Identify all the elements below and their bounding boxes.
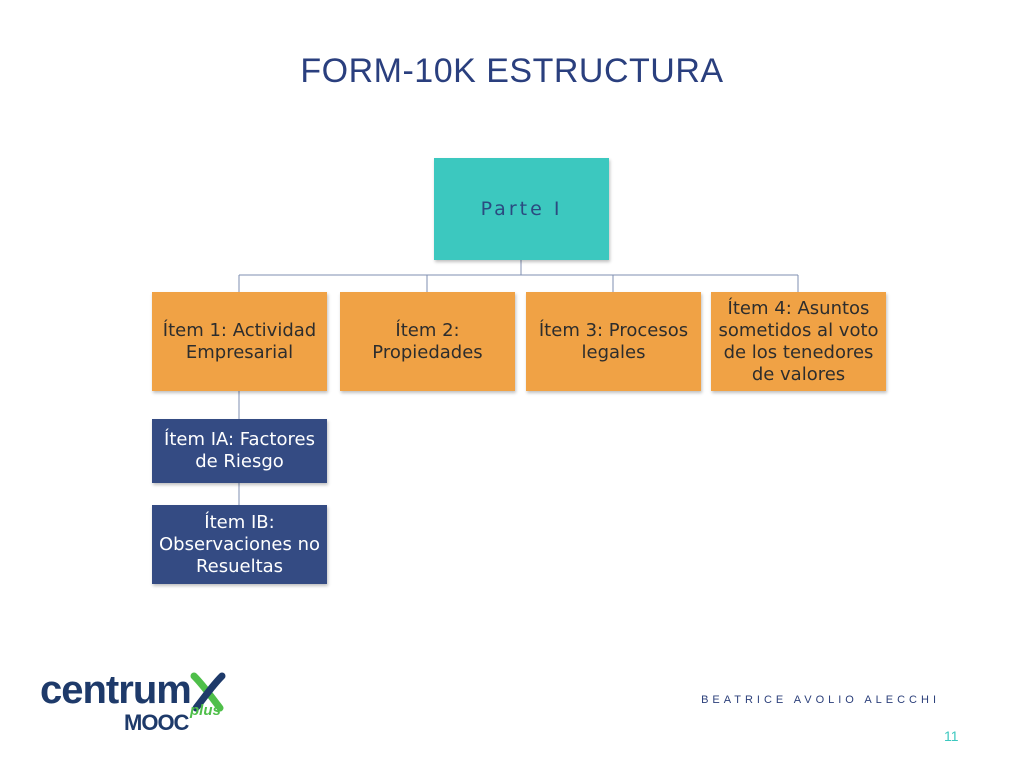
logo-wordmark: centrum: [40, 668, 192, 712]
diagram-node-item-2: Ítem 2: Propiedades: [340, 292, 515, 391]
logo-plus-text: plus: [190, 702, 221, 719]
page-number: 11: [944, 728, 959, 744]
diagram-node-item-1: Ítem 1: Actividad Empresarial: [152, 292, 327, 391]
diagram-node-item-ib: Ítem IB: Observaciones no Resueltas: [152, 505, 327, 584]
author-name: BEATRICE AVOLIO ALECCHI: [701, 694, 940, 706]
logo-x-icon: [190, 672, 226, 712]
diagram-node-item-ia: Ítem IA: Factores de Riesgo: [152, 419, 327, 483]
logo-mooc-text: MOOC: [124, 710, 189, 735]
centrum-logo: centrum MOOC plus: [40, 668, 240, 743]
slide-title: FORM-10K ESTRUCTURA: [300, 52, 724, 90]
diagram-node-item-3: Ítem 3: Procesos legales: [526, 292, 701, 391]
diagram-root-node: Parte I: [434, 158, 609, 260]
diagram-node-item-4: Ítem 4: Asuntos sometidos al voto de los…: [711, 292, 886, 391]
